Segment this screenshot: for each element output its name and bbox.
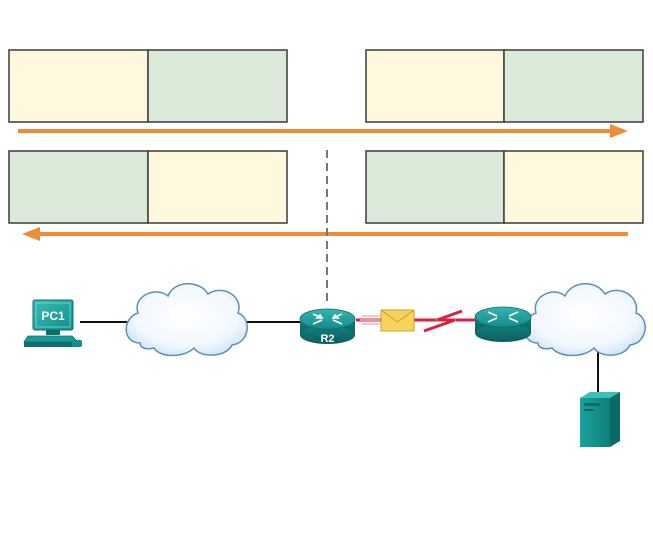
frame-header-top-left xyxy=(8,49,288,123)
frame-header-top-right xyxy=(365,49,644,123)
frame-field-top-left-2 xyxy=(147,49,288,123)
frame-field-bottom-right-1 xyxy=(365,150,505,224)
serial-link xyxy=(356,307,475,335)
pc-icon[interactable]: PC1 xyxy=(23,299,82,347)
frame-field-top-right-1 xyxy=(365,49,505,123)
pc-label: PC1 xyxy=(41,309,65,323)
frame-field-top-right-2 xyxy=(503,49,644,123)
frame-field-bottom-left-2 xyxy=(147,150,288,224)
network-cloud-left xyxy=(125,283,248,357)
frame-field-bottom-right-2 xyxy=(503,150,644,224)
router-right-icon[interactable] xyxy=(474,306,532,342)
router-r2-icon[interactable]: R2 xyxy=(299,308,356,345)
network-cloud-right xyxy=(523,283,646,357)
server-icon[interactable] xyxy=(580,392,620,447)
frame-field-bottom-left-1 xyxy=(8,150,149,224)
frame-header-bottom-right xyxy=(365,150,644,224)
direction-arrow-right xyxy=(18,124,628,138)
router-r2-label: R2 xyxy=(320,333,334,345)
frame-field-top-left-1 xyxy=(8,49,149,123)
frame-header-bottom-left xyxy=(8,150,288,224)
direction-arrow-left xyxy=(22,227,628,241)
envelope-icon xyxy=(360,309,415,332)
